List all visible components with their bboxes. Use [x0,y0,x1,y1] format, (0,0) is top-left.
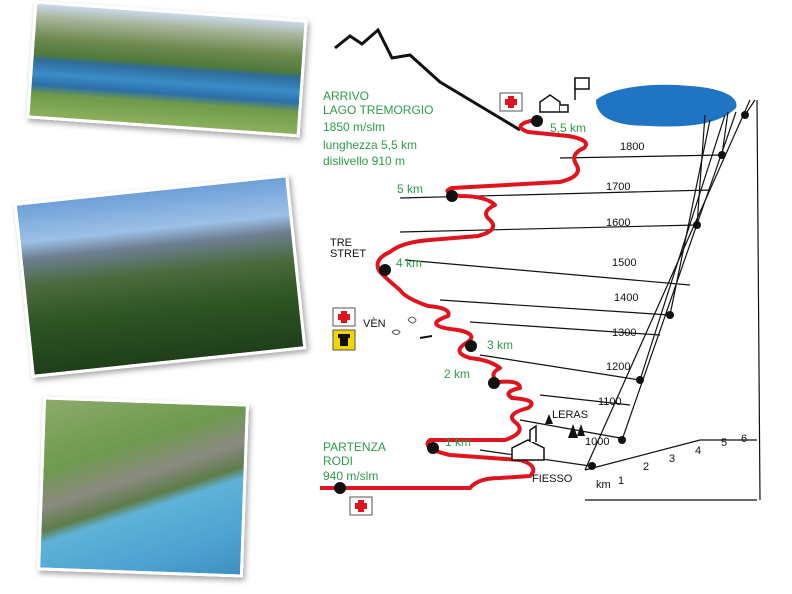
altitude-label: 1200 [606,361,630,373]
departure-altitude: 940 m/slm [323,469,378,483]
altitude-label: 1000 [585,436,609,448]
elevation-grid [399,99,761,501]
elevation-gain: dislivello 910 m [323,154,405,168]
mountain-outline [334,27,521,132]
km-marker-label: 1 km [445,435,471,449]
altitude-label: 1500 [612,257,636,269]
km-axis-tick: 5 [721,437,727,449]
place-leras: LERAS [552,409,588,421]
place-fiesso: FIESSO [532,473,573,485]
first-aid-icon [349,496,373,516]
km-axis-tick: 6 [741,433,747,445]
hut-icon [539,94,569,113]
km-grid-dots [588,111,749,470]
km-marker-label: 5 km [397,182,423,196]
departure-label-2: RODI [323,454,353,468]
km-axis-tick: 2 [643,461,649,473]
dash-mark [419,335,433,339]
km-marker-label: 2 km [444,367,470,381]
trees-icon [545,414,585,438]
departure-label-1: PARTENZA [323,440,386,454]
altitude-label: 1100 [598,396,622,408]
arrival-label-1: ARRIVO [323,89,369,103]
lake-shape [596,84,737,127]
ruins-icon [391,316,417,335]
church-icon [511,424,545,461]
km-axis-tick: 3 [669,453,675,465]
arrival-label-2: LAGO TREMORGIO [323,103,433,117]
km-axis-tick: 1 [618,475,624,487]
flag-icon [574,77,590,100]
first-aid-icon [499,92,523,112]
km-marker-dots [334,115,543,494]
km-marker-label: 5,5 km [550,121,586,135]
restaurant-icon [332,329,356,351]
altitude-label: 1800 [620,141,644,153]
route-line [320,119,588,490]
place-tre-stret-1: TRE [330,237,352,249]
place-tre-stret-2: STRET [330,248,366,260]
place-ven: VÈN [363,317,386,330]
altitude-label: 1400 [614,292,638,304]
altitude-label: 1600 [606,217,630,229]
altitude-label: 1300 [612,327,636,339]
km-marker-label: 4 km [396,256,422,270]
arrival-altitude: 1850 m/slm [323,120,385,134]
km-marker-label: 3 km [487,338,513,352]
altitude-label: 1700 [606,181,630,193]
first-aid-icon [332,307,356,327]
route-length: lunghezza 5,5 km [323,138,417,152]
km-axis-tick: 4 [695,445,701,457]
km-axis-unit: km [596,479,611,491]
